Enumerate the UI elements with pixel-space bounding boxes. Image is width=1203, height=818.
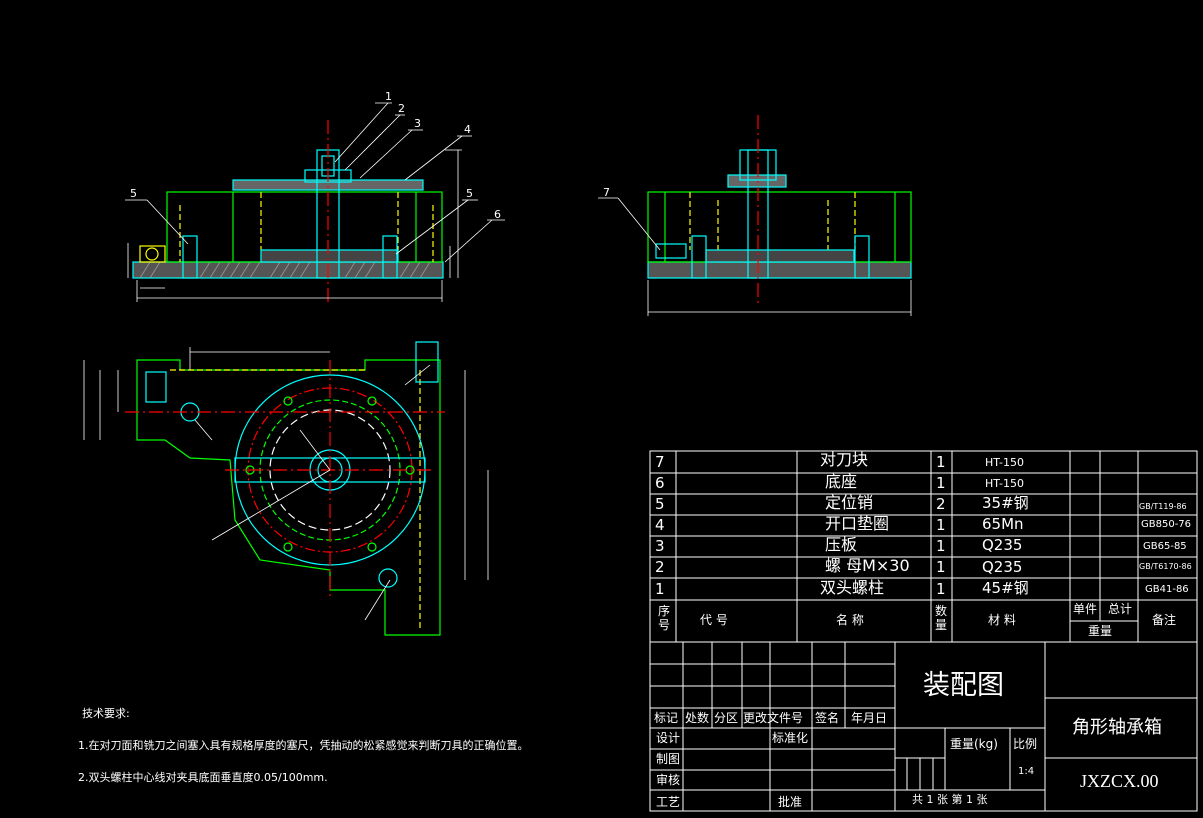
bom-no: 4 [655, 516, 665, 534]
bom-name: 压板 [825, 535, 858, 554]
bom-material: 65Mn [982, 515, 1024, 533]
header-total: 总计 [1108, 602, 1133, 616]
header-qty: 数量 [935, 604, 948, 632]
callout-1: 1 [385, 90, 392, 103]
note-item: 1.在对刀面和铣刀之间塞入具有规格厚度的塞尺，凭抽动的松紧感觉来判断刀具的正确位… [78, 739, 529, 752]
bom-material: 45#钢 [982, 579, 1029, 597]
bom-material: 35#钢 [982, 494, 1029, 512]
front-view: 1 2 3 4 5 6 5 [125, 90, 505, 305]
bom-name: 螺 母M×30 [825, 556, 910, 575]
callout-4: 4 [464, 123, 471, 136]
label-standard: 标准化 [772, 731, 809, 745]
header-material: 材 料 [988, 613, 1016, 627]
callout-2: 2 [398, 102, 405, 115]
notes-title: 技术要求: [82, 707, 130, 720]
sheet-count: 共 1 张 第 1 张 [912, 793, 988, 806]
header-code: 代 号 [700, 613, 728, 627]
bom-no: 3 [655, 537, 665, 555]
bom-remark: GB850-76 [1141, 519, 1192, 530]
part-name: 角形轴承箱 [1072, 717, 1162, 738]
bom-no: 6 [655, 474, 665, 492]
note-item: 2.双头螺柱中心线对夹具底面垂直度0.05/100mm. [78, 771, 328, 784]
header-weight: 重量 [1088, 624, 1113, 638]
label-zone: 分区 [714, 711, 739, 725]
bom-no: 5 [655, 495, 665, 513]
scale-label: 比例 [1013, 737, 1038, 751]
bom-table-frame [649, 450, 1198, 812]
bom-remark: GB/T6170-86 [1139, 562, 1192, 571]
callout-5b: 5 [466, 187, 473, 200]
callout-3: 3 [414, 117, 421, 130]
header-no: 序号 [658, 604, 671, 632]
bom-name: 双头螺柱 [820, 578, 885, 597]
label-approve: 批准 [778, 795, 803, 809]
label-date: 年月日 [851, 711, 888, 725]
bom-qty: 1 [936, 580, 946, 598]
label-count: 处数 [685, 711, 710, 725]
bom-no: 1 [655, 580, 665, 598]
label-draw: 制图 [656, 752, 681, 766]
bom-qty: 1 [936, 516, 946, 534]
bom-name: 定位销 [825, 493, 874, 512]
scale-value: 1:4 [1018, 766, 1035, 777]
drawing-type: 装配图 [923, 670, 1004, 701]
bom-name: 开口垫圈 [825, 514, 890, 533]
bom-remark: GB65-85 [1143, 541, 1187, 552]
technical-requirements: 技术要求: 1.在对刀面和铣刀之间塞入具有规格厚度的塞尺，凭抽动的松紧感觉来判断… [78, 705, 529, 801]
bom-material: Q235 [982, 536, 1023, 554]
label-mark: 标记 [654, 711, 679, 725]
drawing-number: JXZCX.00 [1080, 771, 1159, 791]
header-remark: 备注 [1152, 613, 1177, 627]
header-unit: 单件 [1073, 602, 1098, 616]
bom-qty: 1 [936, 453, 946, 471]
callout-5a: 5 [130, 187, 137, 200]
weight-label: 重量(kg) [950, 737, 998, 751]
bom-material: HT-150 [985, 477, 1024, 490]
top-view [83, 341, 489, 636]
label-doc: 更改文件号 [743, 711, 804, 725]
header-name: 名 称 [836, 613, 864, 627]
label-design: 设计 [656, 731, 681, 745]
label-check: 审核 [656, 773, 681, 787]
bom-qty: 2 [936, 495, 946, 513]
callout-7: 7 [603, 186, 610, 199]
bom-qty: 1 [936, 474, 946, 492]
callout-6: 6 [494, 208, 501, 221]
bom-name: 对刀块 [820, 450, 869, 469]
bom-qty: 1 [936, 558, 946, 576]
bom-qty: 1 [936, 537, 946, 555]
bom-no: 7 [655, 453, 665, 471]
bom-material: HT-150 [985, 456, 1024, 469]
bom-remark: GB/T119-86 [1139, 502, 1187, 511]
label-process: 工艺 [656, 795, 681, 809]
bom-material: Q235 [982, 558, 1023, 576]
bom-no: 2 [655, 558, 665, 576]
label-sign: 签名 [815, 711, 840, 725]
bom-name: 底座 [825, 472, 858, 491]
bom-remark: GB41-86 [1145, 584, 1189, 595]
side-view: 7 [598, 115, 912, 316]
